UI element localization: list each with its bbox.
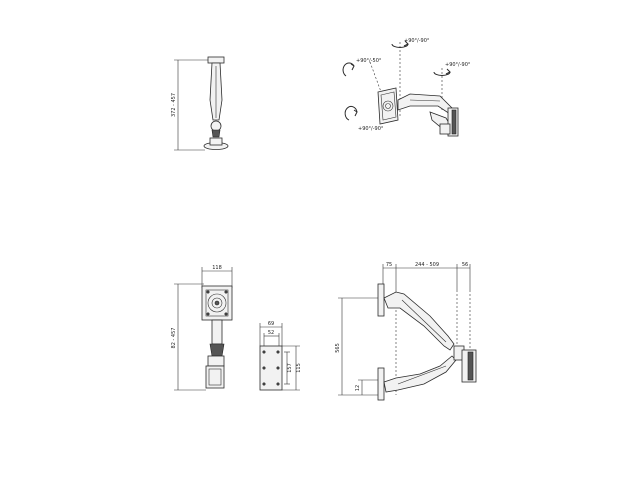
rotation-view-arm: [397, 93, 453, 115]
clamp-body: [259, 345, 283, 391]
extension-height-low-label: 12: [355, 385, 361, 391]
clamp-height-outer-label: 115: [296, 363, 302, 373]
rotation-view-monitor-plate: [377, 87, 399, 125]
extension-depth-mid-label: 244 - 509: [415, 262, 439, 268]
extension-upper-monitor-plate: [377, 283, 385, 317]
rotation-arrow-bottom: [344, 106, 358, 121]
rotation-left-label: +90°/-50°: [356, 58, 382, 64]
clamp-width-inner-label: 52: [268, 330, 274, 336]
rotation-arrow-top: [391, 43, 409, 48]
rotation-arrow-left: [342, 62, 355, 77]
front-view-arm: [211, 319, 223, 345]
clamp-view: 69 52 115 157: [259, 321, 302, 391]
clamp-height-inner-label: 157: [287, 363, 293, 373]
side-view-top-plate: [207, 56, 225, 64]
rotation-bottom-label: +90°/-90°: [358, 126, 384, 132]
extension-lower-arm: [383, 355, 457, 393]
front-view-clamp: [205, 365, 225, 389]
front-view: 118 82 - 457: [171, 265, 233, 391]
rotation-view: +90°/-90° +90°/-50° +90°/-90° +90°/-90°: [342, 38, 471, 137]
side-view-joint: [210, 120, 222, 132]
front-view-width-label: 118: [212, 265, 222, 271]
extension-lower-monitor-plate: [377, 367, 385, 401]
extension-depth-left-label: 75: [386, 262, 392, 268]
extension-height-main-label: 565: [335, 343, 341, 353]
front-view-height-label: 82 - 457: [171, 328, 177, 349]
extension-upper-arm: [383, 291, 455, 351]
extension-depth-right-label: 56: [462, 262, 468, 268]
rotation-arrow-right: [433, 71, 451, 76]
rotation-right-label: +90°/-90°: [445, 62, 471, 68]
clamp-width-outer-label: 69: [268, 321, 274, 327]
extension-view: 75 244 - 509 56 565 12: [335, 262, 477, 401]
rotation-top-label: +90°/-90°: [404, 38, 430, 44]
side-view: 372 - 457: [171, 56, 229, 151]
side-view-height-label: 372 - 457: [171, 93, 177, 117]
